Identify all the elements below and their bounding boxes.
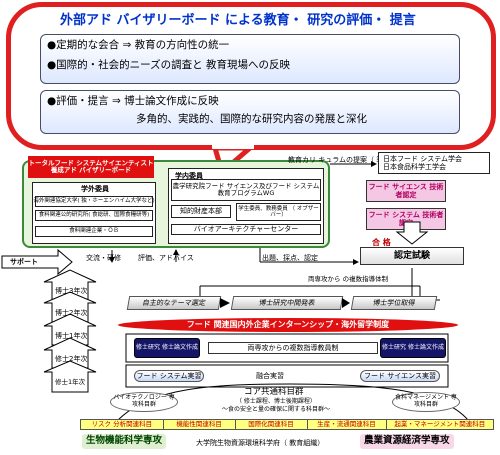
bio-tech-group: バイオテクノロジー 専攻科目群 (110, 392, 178, 412)
program-wg: 農学研究院フード サイエンス及びフード システム教育プログラムWG (171, 179, 321, 201)
ip-office: 知的財産本部 (171, 205, 231, 218)
external-item-univ: 海外関連協定大学( 独・ホーエンハイム大学など) (33, 196, 155, 207)
masters-thesis-left: 修士研究 修士論文作成 (134, 338, 200, 358)
year-d3: 博士3年次 (55, 287, 88, 295)
society-foodscience: 日本食品科学工学会 (383, 163, 446, 172)
fusion-practicum: 融合実習 (256, 371, 284, 380)
graduate-school: 大学院生物資源環境科学府（ 教育組織） (196, 439, 325, 447)
course-management: 起業・マネージメント関連科目 (394, 419, 486, 428)
bullet-evaluation: ●評価・提言 ⇒ 博士論文作成に反映 (47, 95, 219, 107)
bubble-panel-evaluation: ●評価・提言 ⇒ 博士論文作成に反映 多角的、実践的、国際的な研究内容の発展と深… (40, 90, 460, 134)
practicum-food-system: フード システム実習 (134, 370, 204, 382)
course-production: 生産・流通関連科目 (308, 420, 387, 429)
core-courses-title: コア共通科目群 (244, 387, 304, 397)
advisory-board-label: トータルフード システムサイエンティスト 養成アド バイザリーボード (28, 156, 154, 178)
year-d1: 博士1年次 (55, 332, 88, 340)
practicum-food-science: フード サイエンス実習 (360, 370, 440, 382)
food-mgmt-group: 食料マネージメント 専攻科目群 (392, 392, 460, 412)
bubble-title: 外部アド バイザリーボード による教育・ 研究の評価・ 提言 (60, 13, 416, 28)
society-foodsystem: 日本フード システム学会 (383, 155, 463, 163)
bubble-panel-meetings: ●定期的な会合 ⇒ 教育の方向性の統一 ●国際的・社会的ニーズの調査と 教育現場… (40, 34, 460, 84)
course-bar: リスク 分析関連科目 機能性関連科目 国際化関連科目 生産・流通関連科目 起業・… (80, 419, 494, 430)
internal-members-title: 学内委員 (175, 172, 203, 180)
core-courses-sub1: （ 修士課程、博士後期課程） (236, 398, 316, 405)
external-members-title: 学外委員 (81, 185, 109, 193)
societies-box: 日本フード システム学会 日本食品科学工学会 (378, 152, 490, 174)
bio-architecture-center: バイオアーキテクチャーセンター (171, 224, 321, 235)
internship-program: フード 関連国内外企業インターンシップ・海外留学制度 (118, 318, 458, 332)
cert-food-science: フード サイエンス 技術者認定 (366, 180, 446, 202)
support-label: サポート (10, 258, 38, 266)
pass-label: 合 格 (372, 238, 391, 247)
internal-observers: 学生委員、教務委員 （ オブザーバー） (236, 203, 321, 221)
year-m1: 修士1年次 (55, 378, 86, 386)
dept-bio-function: 生物機能科学専攻 (82, 434, 167, 449)
year-d2: 博士2年次 (55, 309, 88, 317)
curriculum-proposal: 教育カリ キュラムの提案（ 準備中） (288, 156, 405, 164)
external-item-institutes: 食料関連公的研究所( 食総研、国際食糧研等) (35, 210, 153, 221)
external-item-companies: 食料関連企業・ＯＢ (35, 226, 153, 237)
bullet-needs-survey: ●国際的・社会的ニーズの調査と 教育現場への反映 (47, 59, 290, 71)
bullet-evaluation-sub: 多角的、実践的、国際的な研究内容の発展と深化 (136, 113, 367, 125)
masters-thesis-right: 修士研究 修士論文作成 (380, 338, 446, 358)
core-courses-sub2: ～食の安全と量の確保に関する科目群～ (222, 406, 331, 413)
dual-guidance-doctoral: 両専攻から の複数指導体制 (308, 275, 389, 283)
exchange-training: 交流・研修 (86, 254, 121, 262)
evaluation-advice: 評価、アドバイス (138, 254, 194, 262)
dual-guidance-masters: 両専攻からの複数指導教員制 (208, 342, 378, 354)
bullet-regular-meetings: ●定期的な会合 ⇒ 教育の方向性の統一 (47, 39, 230, 51)
dept-agri-economics: 農業資源経済学専攻 (360, 434, 454, 449)
cert-exam: 認定試験 (360, 247, 464, 265)
year-m2: 修士2年次 (55, 355, 88, 363)
course-functional: 機能性関連科目 (164, 420, 236, 429)
course-international: 国際化関連科目 (236, 420, 308, 429)
exam-tasks: 出題、採点、認定 (262, 254, 318, 262)
course-risk: リスク 分析関連科目 (81, 420, 164, 429)
